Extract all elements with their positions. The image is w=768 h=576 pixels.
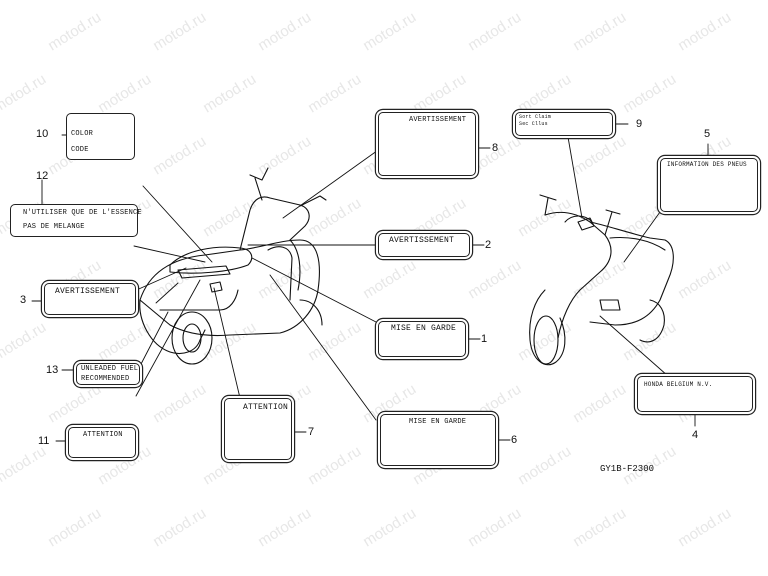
decal-avertissement-3-text: AVERTISSEMENT — [55, 287, 121, 296]
part-number-7: 7 — [308, 426, 315, 438]
decal-tire-information-text: INFORMATION DES PNEUS — [667, 161, 747, 168]
decal-small-9-line1: Sort Claim — [519, 114, 552, 120]
part-number-1: 1 — [481, 333, 488, 345]
decal-color-code: COLOR CODE — [66, 113, 135, 160]
part-number-8: 8 — [492, 142, 499, 154]
decal-attention-11-text: ATTENTION — [83, 431, 123, 439]
part-number-3: 3 — [20, 294, 27, 306]
decal-avertissement-8-text: AVERTISSEMENT — [409, 116, 467, 124]
decal-fuel-line2: PAS DE MELANGE — [23, 223, 85, 231]
decal-avertissement-3: AVERTISSEMENT — [44, 283, 136, 315]
decal-avertissement-8: AVERTISSEMENT — [378, 112, 476, 176]
decal-unleaded-fuel: UNLEADED FUEL RECOMMENDED — [76, 363, 140, 385]
part-number-12: 12 — [36, 170, 49, 182]
decal-honda-belgium: HONDA BELGIUM N.V. — [637, 376, 753, 412]
part-number-6: 6 — [511, 434, 518, 446]
decal-attention-11: ATTENTION — [68, 427, 136, 458]
part-number-10: 10 — [36, 128, 49, 140]
diagram-code: GY1B-F2300 — [600, 464, 655, 474]
part-number-5: 5 — [704, 128, 711, 140]
decal-avertissement-2-text: AVERTISSEMENT — [389, 236, 455, 245]
part-number-11: 11 — [38, 435, 50, 447]
scooter-left-illustration — [139, 167, 327, 365]
part-number-9: 9 — [636, 118, 643, 130]
decal-color-line: COLOR — [71, 130, 94, 138]
decal-attention-7-text: ATTENTION — [243, 403, 289, 412]
decal-mise-en-garde-1-text: MISE EN GARDE — [391, 324, 457, 333]
decal-fuel-line1: N'UTILISER QUE DE L'ESSENCE — [23, 209, 142, 217]
decal-small-9: Sort Claim Sec Cllus — [515, 112, 613, 136]
part-number-4: 4 — [692, 429, 699, 441]
decal-small-9-line2: Sec Cllus — [519, 121, 548, 127]
decal-avertissement-2: AVERTISSEMENT — [378, 233, 470, 257]
leader-lines — [31, 123, 709, 442]
decal-attention-7: ATTENTION — [224, 398, 292, 460]
decal-unleaded-line1: UNLEADED FUEL — [81, 365, 139, 373]
scooter-right-illustration — [529, 194, 674, 366]
decal-mise-en-garde-6-text: MISE EN GARDE — [409, 418, 467, 426]
part-number-2: 2 — [485, 239, 492, 251]
decal-tire-information: INFORMATION DES PNEUS — [660, 158, 758, 212]
decal-fuel-notice-fr: N'UTILISER QUE DE L'ESSENCE PAS DE MELAN… — [10, 204, 142, 237]
decal-unleaded-line2: RECOMMENDED — [81, 375, 130, 383]
decal-honda-belgium-text: HONDA BELGIUM N.V. — [644, 381, 713, 388]
decal-mise-en-garde-6: MISE EN GARDE — [380, 414, 496, 466]
decal-mise-en-garde-1: MISE EN GARDE — [378, 321, 466, 357]
decal-code-line: CODE — [71, 146, 89, 154]
part-number-13: 13 — [46, 364, 59, 376]
